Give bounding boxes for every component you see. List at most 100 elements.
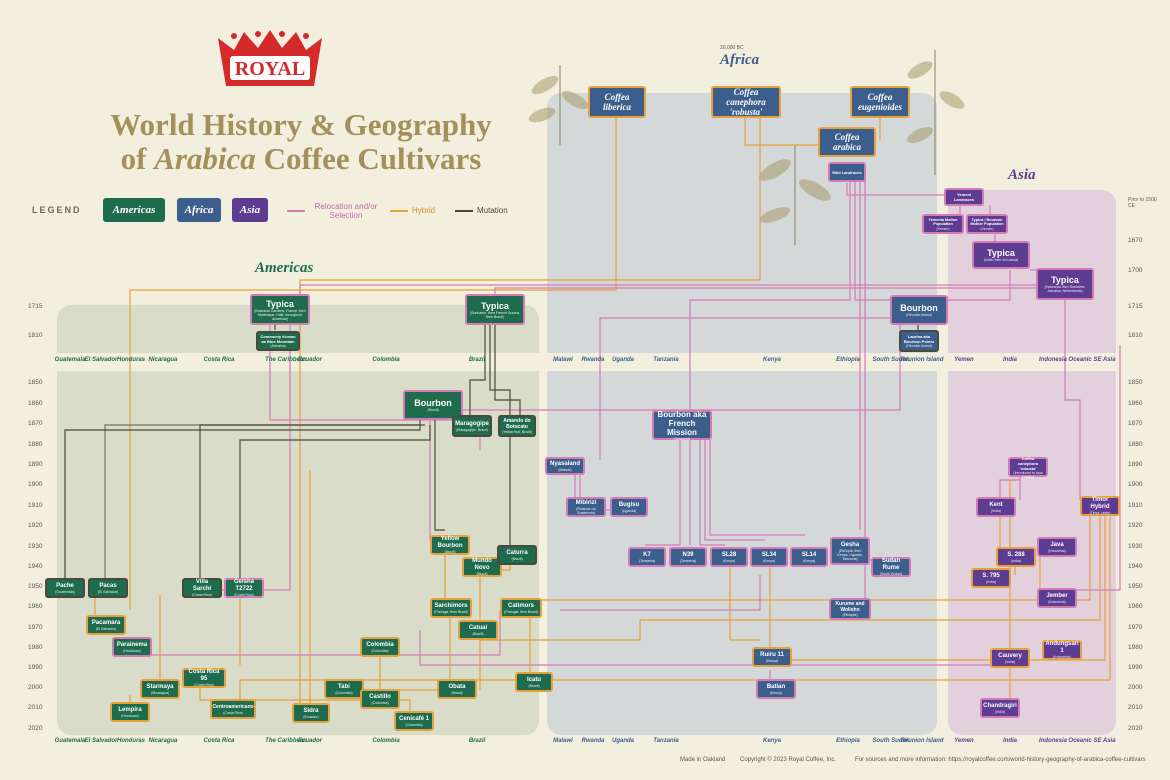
node-bourbon-french-mission[interactable]: Bourbon aka French Mission(Tanzania)	[652, 410, 712, 441]
node-lempira[interactable]: Lempira(Honduras)	[110, 702, 150, 722]
royal-logo: ROYAL	[218, 30, 322, 86]
node-villa-sarchi[interactable]: Villa Sarchi(Costa Rica)	[182, 578, 222, 598]
node-costa-rica-95[interactable]: Costa Rica 95(Costa Rica)	[182, 668, 226, 688]
node-sub: (Tanzania)	[679, 558, 697, 563]
node-parainema[interactable]: Parainema(Honduras)	[112, 637, 152, 657]
node-coffea-arabica[interactable]: Coffea arabica	[818, 127, 876, 157]
node-icatu[interactable]: Icatu(Brazil)	[515, 672, 553, 692]
node-pacas[interactable]: Pacas(El Salvador)	[88, 578, 128, 598]
node-coffea-robusta[interactable]: Coffea canephora 'robusta'	[711, 86, 781, 118]
node-bourbon-reunion[interactable]: Bourbon(Réunion Island)	[890, 295, 948, 325]
node-geisha-t2722[interactable]: Geisha T2722(Costa Rica)	[224, 578, 264, 598]
node-label: Coffea canephora 'robusta'	[1017, 455, 1039, 471]
node-typica-india[interactable]: Typica(India, then Sri Lanka)	[972, 241, 1030, 269]
node-sub: (Introduced to Asia Pacific)	[1013, 470, 1043, 479]
node-bourbon-brazil[interactable]: Bourbon(Brazil)	[403, 390, 463, 420]
node-pacamara[interactable]: Pacamara(El Salvador)	[86, 615, 126, 635]
node-coffea-liberica[interactable]: Coffea liberica	[588, 86, 646, 118]
node-chandragiri[interactable]: Chandragiri(India)	[980, 698, 1020, 718]
node-java[interactable]: Java(Indonesia)	[1037, 537, 1077, 557]
country-label: Réunion Island	[900, 738, 944, 744]
node-sub: (Botanical Gardens, France, then Martini…	[254, 308, 306, 321]
node-cauvery[interactable]: Cauvery(India)	[990, 648, 1030, 668]
node-canephora-asia[interactable]: Coffea canephora 'robusta'(Introduced to…	[1008, 455, 1048, 479]
node-s288[interactable]: S. 288(India)	[996, 547, 1036, 567]
node-pache[interactable]: Pache(Guatemala)	[45, 578, 85, 598]
node-sudan-rume[interactable]: Sudan Rume(South Sudan)	[871, 557, 911, 577]
americas-title: Americas	[255, 260, 314, 276]
node-gesha[interactable]: Gesha(Ethiopia, then Kenya, Uganda, Tanz…	[830, 537, 870, 565]
year-label-1920: 1920	[28, 522, 43, 529]
node-cenicafe-1[interactable]: Cenicafé 1(Colombia)	[394, 711, 434, 731]
node-sub: (Nicaragua)	[150, 690, 170, 695]
node-sub: (Jamaica)	[270, 344, 286, 348]
node-amarelo-botucatu[interactable]: Amarelo do Botucatu(Yellow fruit, Brazil…	[498, 415, 536, 437]
legend-relocation: Relocation and/or Selection	[314, 202, 378, 220]
year-label-1940: 1940	[28, 563, 43, 570]
node-mundo-novo[interactable]: Mundo Novo(Brazil)	[462, 557, 502, 577]
node-sarchimors[interactable]: Sarchimors(Portugal, then Brazil)	[430, 598, 472, 618]
node-typica-indonesia[interactable]: Typica(Indonesia then Suriname, Jamaica,…	[1036, 268, 1094, 300]
country-label: South Sudan	[872, 738, 910, 744]
node-kurume-wolisho[interactable]: Kurume and Wolisho(Ethiopia)	[829, 598, 871, 620]
node-centroamericano[interactable]: Centroamericano(Costa Rica)	[210, 699, 256, 719]
node-sub: (Portugal, then Brazil)	[434, 609, 468, 614]
node-sl34[interactable]: SL34(Kenya)	[750, 547, 788, 567]
node-maragogipe[interactable]: Maragogipe(Maragogipe, Brazil)	[452, 415, 492, 437]
node-sl28[interactable]: SL28(Kenya)	[710, 547, 748, 567]
node-catuai[interactable]: Catuaí(Brazil)	[458, 620, 498, 640]
node-jember[interactable]: Jember(Indonesia)	[1037, 588, 1077, 608]
node-label: Centroamericano	[212, 703, 254, 710]
node-label: Sidra	[303, 707, 319, 714]
country-label: Rwanda	[581, 738, 605, 744]
country-label: Uganda	[611, 357, 634, 363]
footer-sources[interactable]: For sources and more information: https:…	[855, 757, 1146, 763]
node-sub: (Colombia)	[405, 722, 423, 727]
node-bugisu[interactable]: Bugisu(Uganda)	[610, 497, 648, 517]
year-label-1980: 1980	[28, 644, 43, 651]
node-laurina[interactable]: Laurina aka Bourbon Pointu(Réunion Islan…	[899, 330, 939, 352]
node-label: Cenicafé 1	[398, 715, 429, 722]
node-obata[interactable]: Obata(Brazil)	[437, 679, 477, 699]
country-label: Uganda	[611, 738, 634, 744]
node-batian[interactable]: Batian(Kenya)	[756, 679, 796, 699]
node-yemenia-mother[interactable]: Yemenia Mother Population(Yemen)	[922, 214, 964, 234]
node-wild-landraces[interactable]: Wild Landraces	[828, 162, 866, 182]
node-typica-brazil[interactable]: Typica(Suriname, then French Guiana, the…	[465, 294, 525, 325]
country-label: Malawi	[553, 738, 573, 744]
country-label: Guatemala	[54, 357, 86, 363]
node-yellow-bourbon[interactable]: Yellow Bourbon(Brazil)	[430, 535, 470, 555]
node-sub: (Réunion Island)	[906, 313, 932, 317]
year-label-1980: 1980	[1128, 644, 1143, 651]
node-castillo[interactable]: Castillo(Colombia)	[360, 689, 400, 709]
node-coffea-eugenioides[interactable]: Coffea eugenioides	[850, 86, 910, 118]
node-yemeni-landraces[interactable]: Yemeni Landraces	[944, 188, 984, 206]
node-label: Andungsari 1	[1045, 641, 1079, 654]
node-tabi[interactable]: Tabi(Colombia)	[324, 679, 364, 699]
node-timor-hybrid[interactable]: Timor Hybrid(Timor-Leste)	[1080, 496, 1120, 516]
node-s795[interactable]: S. 795(India)	[971, 568, 1011, 588]
node-mibirizi[interactable]: Mibirizi(Rwanda via Guatemala)	[566, 497, 606, 517]
year-label-1920: 1920	[1128, 522, 1143, 529]
legend-mutation: Mutation	[477, 206, 508, 215]
node-caturra[interactable]: Caturra(Brazil)	[497, 545, 537, 565]
node-sub: (Honduras)	[121, 713, 139, 718]
node-nyasaland[interactable]: Nyasaland(Malawi)	[545, 457, 585, 475]
node-blue-mountain[interactable]: Commonly Known as Blue Mountain(Jamaica)	[256, 331, 300, 351]
node-ruiru-11[interactable]: Ruiru 11(Kenya)	[752, 647, 792, 667]
node-sub: (Brazil)	[451, 690, 463, 695]
node-typica-caribbean[interactable]: Typica(Botanical Gardens, France, then M…	[250, 294, 310, 325]
year-label-1870: 1870	[28, 420, 43, 427]
node-catimors[interactable]: Catimors(Portugal, then Brazil)	[500, 598, 542, 618]
year-label-2000: 2000	[1128, 684, 1143, 691]
node-starmaya[interactable]: Starmaya(Nicaragua)	[140, 679, 180, 699]
country-label: Ecuador	[297, 738, 322, 744]
node-andungsari[interactable]: Andungsari 1(Indonesia)	[1042, 640, 1082, 660]
node-kent[interactable]: Kent(India)	[976, 497, 1016, 517]
node-colombia[interactable]: Colombia(Colombia)	[360, 637, 400, 657]
node-sl14[interactable]: SL14(Kenya)	[790, 547, 828, 567]
node-typica-bourbon-mother[interactable]: Typica / Bourbon Mother Population(Yemen…	[966, 214, 1008, 234]
node-n39[interactable]: N39(Tanzania)	[669, 547, 707, 567]
node-sidra[interactable]: Sidra(Ecuador)	[292, 703, 330, 723]
node-k7[interactable]: K7(Tanzania)	[628, 547, 666, 567]
